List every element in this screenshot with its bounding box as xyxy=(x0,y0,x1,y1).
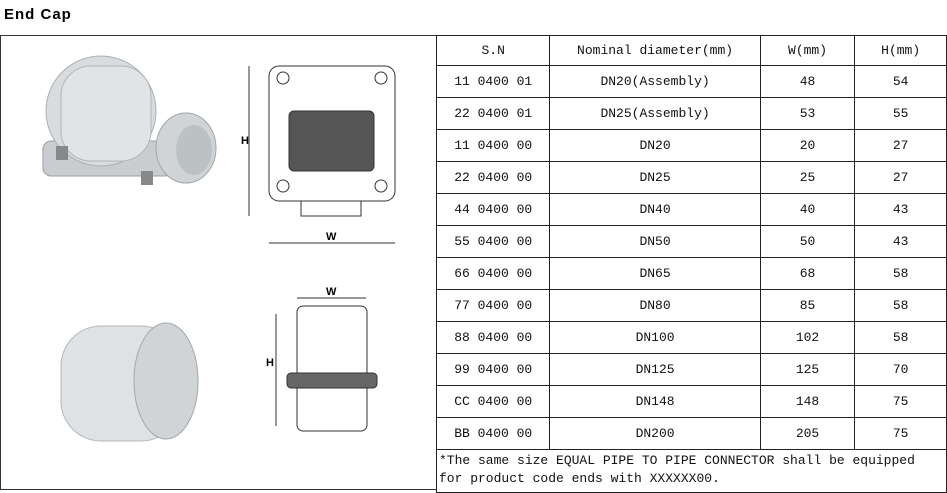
nominal-diameter-cell: DN125 xyxy=(549,353,761,386)
width-mm-cell: 68 xyxy=(759,257,856,290)
width-mm-cell: 53 xyxy=(759,97,856,130)
spec-table: S.N Nominal diameter(mm) W(mm) H(mm) 11 … xyxy=(435,35,947,493)
front-view-drawing xyxy=(248,65,396,244)
nominal-diameter-cell: DN65 xyxy=(549,257,761,290)
nominal-diameter-cell: DN25 xyxy=(549,161,761,194)
serial-number-cell: 55 0400 00 xyxy=(435,225,551,258)
nominal-diameter-cell: DN50 xyxy=(549,225,761,258)
page-title: End Cap xyxy=(4,6,72,23)
width-mm-cell: 20 xyxy=(759,129,856,162)
height-mm-cell: 58 xyxy=(854,321,947,354)
width-mm-cell: 125 xyxy=(759,353,856,386)
product-images-panel: H W W H xyxy=(0,35,436,490)
assembly-photo xyxy=(42,55,217,185)
nominal-diameter-cell: DN200 xyxy=(549,417,761,450)
header-width: W(mm) xyxy=(759,35,856,66)
width-mm-cell: 40 xyxy=(759,193,856,226)
nominal-diameter-cell: DN20 xyxy=(549,129,761,162)
height-mm-cell: 75 xyxy=(854,417,947,450)
table-note: *The same size EQUAL PIPE TO PIPE CONNEC… xyxy=(436,449,947,493)
header-sn: S.N xyxy=(435,35,551,66)
width-mm-cell: 148 xyxy=(759,385,856,418)
serial-number-cell: 22 0400 01 xyxy=(435,97,551,130)
serial-number-cell: 66 0400 00 xyxy=(435,257,551,290)
serial-number-cell: 11 0400 01 xyxy=(435,65,551,98)
nominal-diameter-cell: DN80 xyxy=(549,289,761,322)
height-label-2: H xyxy=(266,357,274,369)
nominal-diameter-cell: DN148 xyxy=(549,385,761,418)
height-mm-cell: 54 xyxy=(854,65,947,98)
serial-number-cell: 99 0400 00 xyxy=(435,353,551,386)
serial-number-cell: 44 0400 00 xyxy=(435,193,551,226)
nominal-diameter-cell: DN40 xyxy=(549,193,761,226)
height-mm-cell: 75 xyxy=(854,385,947,418)
width-label: W xyxy=(326,231,337,243)
serial-number-cell: 77 0400 00 xyxy=(435,289,551,322)
height-mm-cell: 43 xyxy=(854,193,947,226)
height-mm-cell: 55 xyxy=(854,97,947,130)
nominal-diameter-cell: DN20(Assembly) xyxy=(549,65,761,98)
side-view-drawing xyxy=(275,297,378,432)
table-header-row: S.N Nominal diameter(mm) W(mm) H(mm) xyxy=(435,35,947,66)
height-mm-cell: 58 xyxy=(854,289,947,322)
height-mm-cell: 27 xyxy=(854,129,947,162)
header-height: H(mm) xyxy=(854,35,947,66)
product-drawings: H W W H xyxy=(42,55,396,442)
serial-number-cell: 22 0400 00 xyxy=(435,161,551,194)
serial-number-cell: 88 0400 00 xyxy=(435,321,551,354)
width-mm-cell: 205 xyxy=(759,417,856,450)
header-nominal-diameter: Nominal diameter(mm) xyxy=(549,35,761,66)
width-mm-cell: 85 xyxy=(759,289,856,322)
width-mm-cell: 102 xyxy=(759,321,856,354)
serial-number-cell: 11 0400 00 xyxy=(435,129,551,162)
end-cap-photo xyxy=(60,322,199,442)
serial-number-cell: CC 0400 00 xyxy=(435,385,551,418)
nominal-diameter-cell: DN25(Assembly) xyxy=(549,97,761,130)
width-mm-cell: 48 xyxy=(759,65,856,98)
width-mm-cell: 25 xyxy=(759,161,856,194)
height-mm-cell: 43 xyxy=(854,225,947,258)
height-label: H xyxy=(241,135,249,147)
height-mm-cell: 58 xyxy=(854,257,947,290)
height-mm-cell: 27 xyxy=(854,161,947,194)
serial-number-cell: BB 0400 00 xyxy=(435,417,551,450)
width-mm-cell: 50 xyxy=(759,225,856,258)
nominal-diameter-cell: DN100 xyxy=(549,321,761,354)
height-mm-cell: 70 xyxy=(854,353,947,386)
width-label-2: W xyxy=(326,286,337,298)
